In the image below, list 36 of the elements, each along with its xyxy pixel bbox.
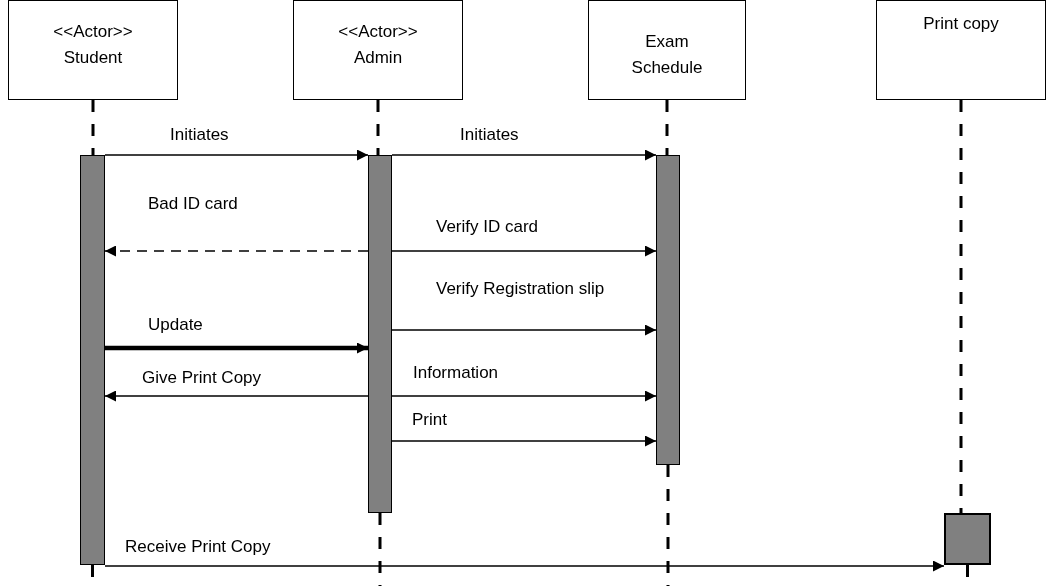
actor-label: <<Actor>> Student	[52, 21, 134, 70]
message-arrow	[391, 390, 657, 402]
message-label: Initiates	[460, 124, 519, 146]
message-label: Print	[412, 409, 447, 431]
message-label: Verify Registration slip	[436, 278, 606, 300]
message-arrow	[391, 149, 657, 161]
message-arrow	[391, 324, 657, 336]
activation-bar	[80, 155, 105, 565]
lifeline-header-box	[588, 0, 746, 100]
message-label: Bad ID card	[148, 193, 238, 215]
actor-label: <<Actor>> Admin	[337, 21, 419, 70]
lifeline	[91, 100, 95, 155]
lifeline	[665, 100, 669, 155]
lifeline-header-box	[876, 0, 1046, 100]
activation-bar	[656, 155, 680, 465]
lifeline	[376, 100, 380, 155]
activation-bar	[368, 155, 392, 513]
message-arrow	[104, 560, 945, 572]
message-label: Give Print Copy	[142, 367, 262, 389]
message-arrow	[104, 390, 369, 402]
activation-box	[944, 513, 991, 565]
message-label: Information	[413, 362, 499, 384]
message-label: Update	[148, 314, 203, 336]
message-label: Initiates	[170, 124, 229, 146]
lifeline	[959, 100, 963, 513]
lifeline-header-box	[293, 0, 463, 100]
lifeline-header-box	[8, 0, 178, 100]
actor-label: Print copy	[922, 13, 1000, 35]
message-label: Verify ID card	[436, 216, 539, 238]
message-arrow	[104, 149, 369, 161]
actor-label: Exam Schedule	[630, 31, 704, 80]
message-arrow	[391, 435, 657, 447]
message-label: Receive Print Copy	[125, 536, 271, 558]
message-arrow	[105, 342, 368, 354]
message-arrow	[391, 245, 657, 257]
message-arrow	[104, 245, 369, 257]
